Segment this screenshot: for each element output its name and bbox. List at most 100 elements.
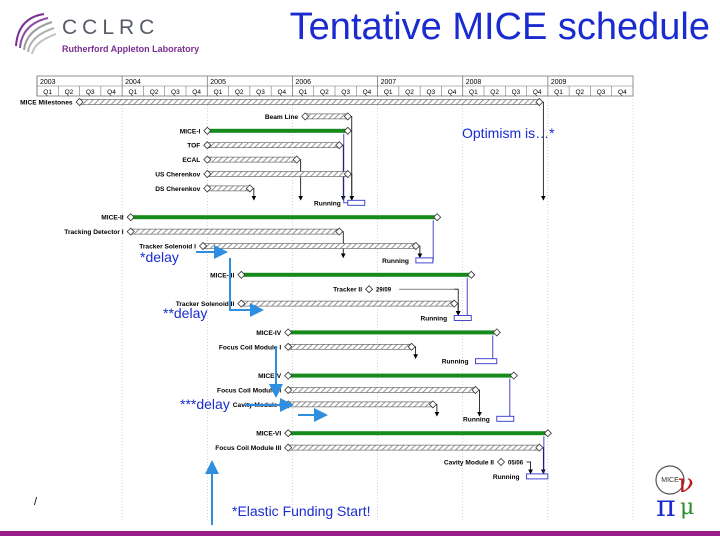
quarter-label: Q1 <box>299 89 308 96</box>
year-label: 2003 <box>40 79 56 86</box>
quarter-label: Q4 <box>533 89 542 96</box>
year-label: 2009 <box>551 79 567 86</box>
end-milestone-marker <box>535 97 544 107</box>
quarter-label: Q1 <box>214 89 223 96</box>
task-bar-hatched <box>206 142 340 148</box>
task-label: MICE-II <box>101 215 124 222</box>
task-label: MICE-V <box>258 373 282 380</box>
end-milestone-marker <box>343 126 352 135</box>
start-milestone-marker <box>126 213 135 222</box>
task-label: Tracking Detector I <box>64 229 124 236</box>
start-milestone-marker <box>284 385 293 395</box>
quarter-label: Q3 <box>426 89 435 96</box>
running-link <box>343 133 365 204</box>
cclrc-logo: CCLRC Rutherford Appleton Laboratory <box>8 8 208 60</box>
optimism-note: Optimism is…* <box>462 125 555 141</box>
start-milestone-marker <box>203 184 212 193</box>
quarter-label: Q1 <box>384 89 393 96</box>
end-milestone-marker <box>492 328 501 337</box>
logo-subtitle: Rutherford Appleton Laboratory <box>62 44 200 54</box>
task-label: Tracker Solenoid II <box>176 301 235 308</box>
task-label: Focus Coil Module II <box>217 388 281 395</box>
svg-text:ν: ν <box>678 469 694 499</box>
start-milestone-marker <box>237 270 246 279</box>
quarter-label: Q3 <box>256 89 265 96</box>
quarter-label: Q4 <box>363 89 372 96</box>
page-title: Tentative MICE schedule <box>289 6 710 48</box>
year-label: 2004 <box>125 79 141 86</box>
end-milestone-marker <box>467 270 476 279</box>
running-link <box>509 378 514 420</box>
delay-arrow-2 <box>229 258 264 317</box>
year-label: 2006 <box>295 79 311 86</box>
task-label: MICE-I <box>180 128 201 135</box>
task-label: Cavity Module II <box>444 460 494 467</box>
task-label: Focus Coil Module III <box>215 445 281 452</box>
task-label: MICE-VI <box>256 431 281 438</box>
start-milestone-marker <box>203 126 212 135</box>
end-milestone-marker <box>335 227 344 236</box>
end-milestone-marker <box>535 443 544 452</box>
task-bar-green <box>130 215 438 220</box>
quarter-label: Q3 <box>597 89 606 96</box>
quarter-label: Q1 <box>43 89 52 96</box>
task-bar-green <box>207 128 348 133</box>
end-milestone-marker <box>245 184 254 193</box>
task-bar-hatched <box>202 243 417 249</box>
quarter-label: Q2 <box>235 89 244 96</box>
quarter-label: Q4 <box>107 89 116 96</box>
task-label: Running <box>314 200 341 207</box>
dependency-arrow <box>347 173 355 201</box>
task-label: Running <box>382 258 409 265</box>
task-bar-hatched <box>241 300 455 307</box>
dependency-arrow <box>526 461 533 475</box>
dependency-arrow <box>539 101 546 201</box>
end-milestone-marker <box>407 342 416 351</box>
task-bar-green <box>288 431 548 436</box>
end-milestone-marker <box>411 241 420 251</box>
quarter-label: Q3 <box>341 89 350 96</box>
svg-text:μ: μ <box>680 495 694 520</box>
task-label: Beam Line <box>265 114 299 121</box>
task-label: TOF <box>187 143 200 150</box>
task-bar-hatched <box>287 387 476 393</box>
running-box <box>453 315 472 321</box>
task-bar-hatched <box>304 113 349 120</box>
task-label: Tracker II <box>333 287 362 294</box>
end-milestone-marker <box>428 400 437 409</box>
start-milestone-marker <box>284 342 293 351</box>
end-milestone-marker <box>471 385 480 395</box>
start-milestone-marker <box>203 169 212 179</box>
start-milestone-marker <box>203 155 212 164</box>
quarter-label: Q4 <box>618 89 627 96</box>
quarter-label: Q4 <box>448 89 457 96</box>
quarter-label: Q4 <box>277 89 286 96</box>
end-milestone-marker <box>433 213 442 222</box>
task-label: US Cherenkov <box>155 172 200 179</box>
start-milestone-marker <box>284 443 293 452</box>
quarter-label: Q3 <box>512 89 521 96</box>
dependency-arrow <box>539 447 546 475</box>
svg-text:π: π <box>656 489 676 522</box>
running-link <box>466 277 472 319</box>
start-milestone-marker <box>284 328 293 337</box>
task-label: ECAL <box>182 157 200 164</box>
task-label: Running <box>420 316 447 323</box>
start-milestone-marker <box>237 299 246 308</box>
milestone-marker <box>364 285 374 294</box>
end-milestone-marker <box>509 371 518 380</box>
end-milestone-marker <box>343 169 352 179</box>
running-box <box>415 257 434 264</box>
start-milestone-marker <box>284 429 293 438</box>
quarter-label: Q3 <box>171 89 180 96</box>
quarter-label: Q2 <box>490 89 499 96</box>
quarter-label: Q2 <box>405 89 414 96</box>
start-milestone-marker <box>198 241 208 251</box>
end-milestone-marker <box>292 155 301 164</box>
start-milestone-marker <box>284 371 293 380</box>
delay-note-3: ***delay <box>180 396 230 412</box>
task-bar-green <box>288 373 514 378</box>
running-link <box>492 335 497 362</box>
task-label: Focus Coil Module I <box>219 344 281 351</box>
